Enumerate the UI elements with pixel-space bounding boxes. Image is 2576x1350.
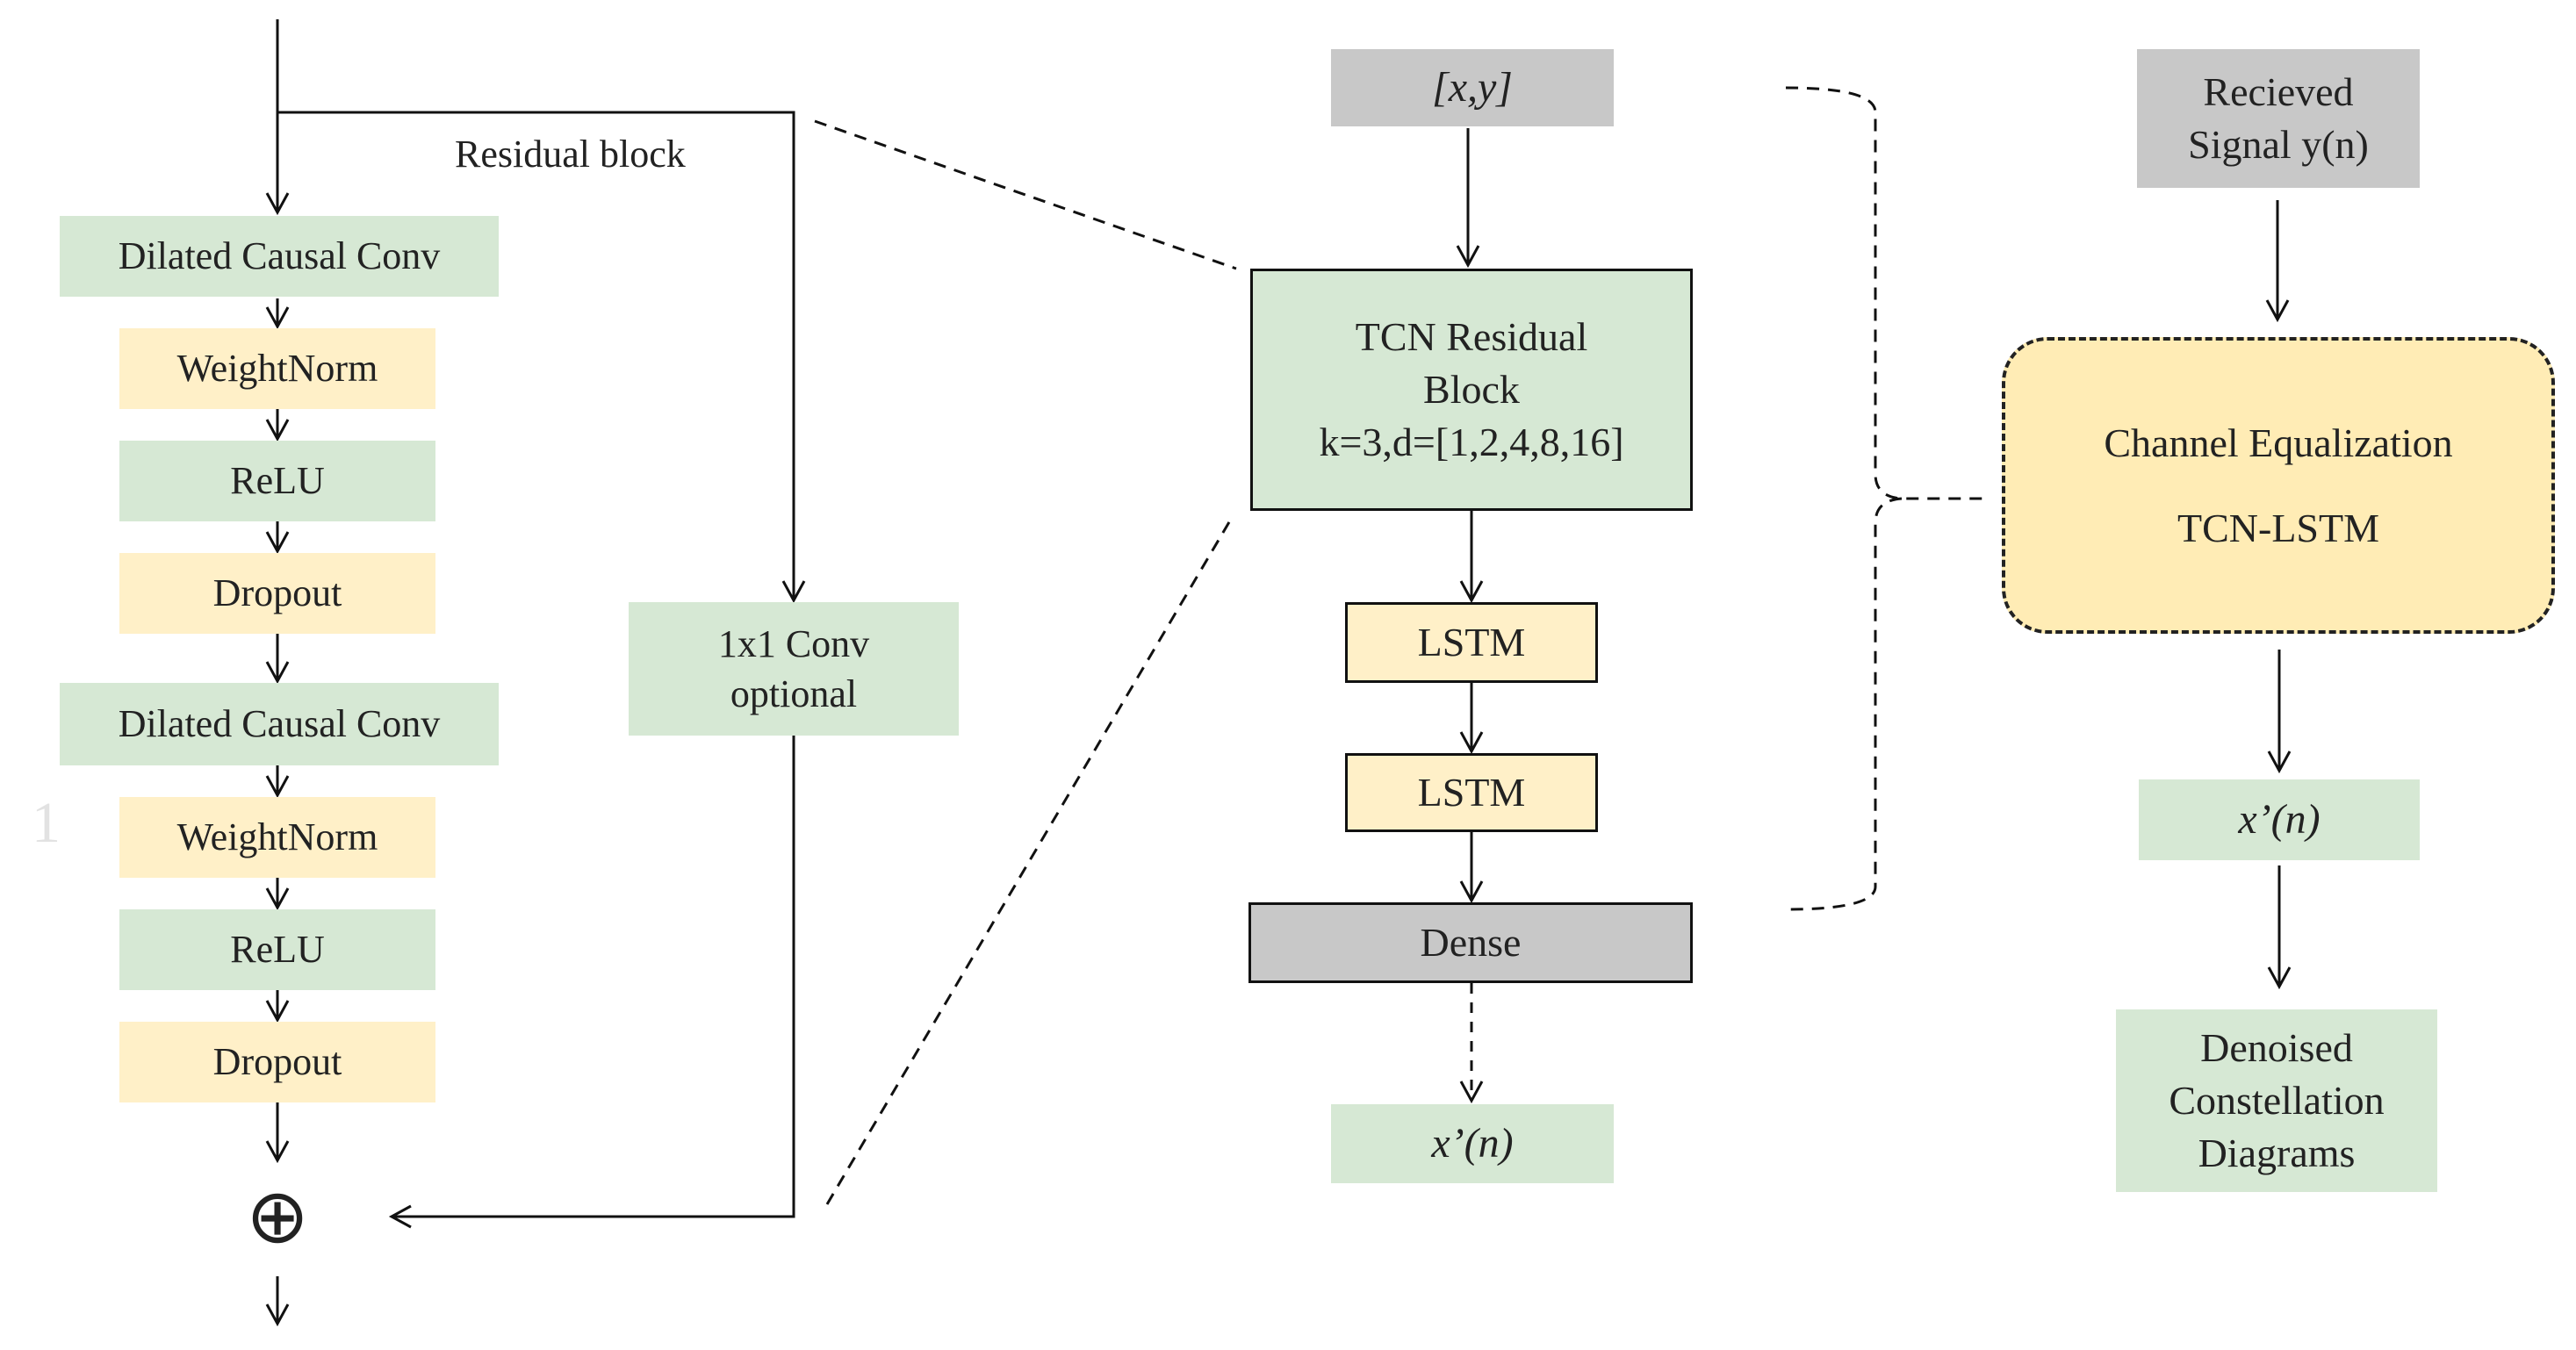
skip-path-bottom bbox=[388, 736, 795, 1229]
skip-path-top bbox=[277, 111, 806, 604]
denoised-constellation-diagrams: Denoised Constellation Diagrams bbox=[2116, 1009, 2437, 1192]
lstm-layer-2: LSTM bbox=[1345, 753, 1598, 832]
skip-conv-1x1: 1x1 Conv optional bbox=[629, 602, 959, 736]
channel-equalization-block: Channel Equalization TCN-LSTM bbox=[2002, 337, 2555, 634]
weightnorm-1: WeightNorm bbox=[119, 328, 435, 409]
skip-conv-label: 1x1 Conv bbox=[717, 621, 870, 665]
dilated-causal-conv-1: Dilated Causal Conv bbox=[60, 216, 499, 297]
residual-block-label: Residual block bbox=[455, 133, 686, 176]
equalized-output: x’(n) bbox=[2139, 779, 2420, 860]
tcn-residual-block: TCN Residual Block k=3,d=[1,2,4,8,16] bbox=[1250, 269, 1693, 511]
tcn-block-params: k=3,d=[1,2,4,8,16] bbox=[1319, 419, 1624, 464]
final-output-line3: Diagrams bbox=[2198, 1130, 2356, 1175]
final-output-line2: Constellation bbox=[2169, 1078, 2385, 1124]
input-xy: [x,y] bbox=[1331, 49, 1614, 126]
final-output-line1: Denoised bbox=[2200, 1025, 2353, 1071]
tcn-block-subtitle: Block bbox=[1423, 367, 1520, 413]
grouping-bracket bbox=[1785, 86, 1986, 911]
received-signal: Recieved Signal y(n) bbox=[2137, 49, 2420, 188]
lstm-layer-1: LSTM bbox=[1345, 602, 1598, 683]
equalizer-title: Channel Equalization bbox=[2104, 420, 2453, 465]
skip-conv-optional: optional bbox=[730, 672, 858, 715]
equalizer-model: TCN-LSTM bbox=[2177, 506, 2379, 550]
model-output: x’(n) bbox=[1331, 1104, 1614, 1183]
relu-2: ReLU bbox=[119, 909, 435, 990]
received-signal-line1: Recieved bbox=[2203, 69, 2354, 115]
sum-operator-icon: ⊕ bbox=[245, 1173, 310, 1260]
dropout-2: Dropout bbox=[119, 1022, 435, 1102]
dilated-causal-conv-2: Dilated Causal Conv bbox=[60, 683, 499, 765]
dropout-1: Dropout bbox=[119, 553, 435, 634]
tcn-block-title: TCN Residual bbox=[1355, 314, 1588, 360]
received-signal-line2: Signal y(n) bbox=[2188, 122, 2369, 167]
dense-layer: Dense bbox=[1248, 902, 1693, 983]
faint-margin-number: 1 bbox=[32, 791, 61, 855]
relu-1: ReLU bbox=[119, 441, 435, 521]
zoom-line-bottom bbox=[825, 515, 1234, 1205]
weightnorm-2: WeightNorm bbox=[119, 797, 435, 878]
zoom-line-top bbox=[814, 119, 1237, 270]
